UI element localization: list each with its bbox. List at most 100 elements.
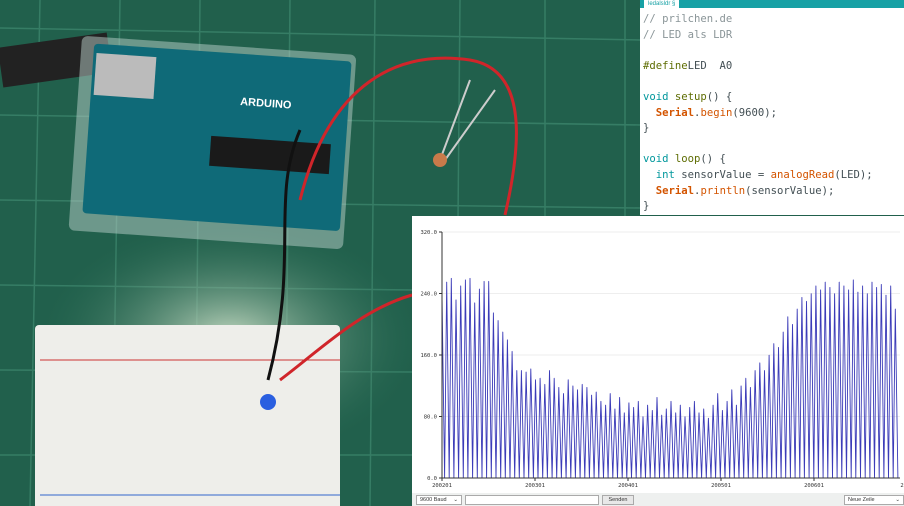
data-peak — [455, 299, 457, 300]
baud-select[interactable]: 9600 Baud⌄ — [416, 495, 462, 505]
data-peak — [549, 370, 550, 371]
data-peak — [642, 416, 644, 417]
data-peak — [801, 297, 803, 298]
data-peak — [745, 377, 747, 379]
data-peak — [465, 279, 466, 280]
svg-text:ARDUINO: ARDUINO — [240, 96, 292, 112]
data-peak — [479, 288, 480, 290]
data-peak — [736, 404, 737, 406]
code-line — [643, 43, 904, 59]
data-peak — [764, 370, 765, 371]
code-token: begin — [700, 106, 733, 119]
x-tick-label: 200301 — [525, 483, 545, 489]
data-peak — [493, 312, 494, 314]
data-peak — [675, 412, 676, 413]
data-peak — [848, 289, 849, 290]
data-peak — [731, 389, 733, 390]
data-peak — [871, 281, 873, 283]
data-peak — [623, 412, 625, 413]
data-peak — [577, 389, 578, 390]
x-tick-label: 200401 — [618, 483, 638, 489]
data-peak — [885, 294, 887, 296]
data-peak — [460, 285, 461, 287]
data-peak — [722, 410, 723, 411]
data-peak — [820, 289, 821, 290]
code-line: } — [643, 199, 904, 215]
code-token: #define — [643, 59, 688, 72]
y-tick-label: 80.0 — [424, 415, 437, 421]
data-peak — [881, 283, 882, 285]
code-token — [643, 185, 656, 197]
data-peak — [694, 400, 695, 402]
data-peak — [633, 406, 634, 408]
data-peak — [838, 281, 840, 283]
data-peak — [824, 281, 826, 283]
code-token: Serial — [655, 106, 695, 119]
data-peak — [689, 406, 690, 408]
code-token: void — [643, 153, 669, 166]
plotter-bottom-bar: 9600 Baud⌄ Senden Neue Zeile⌄ — [412, 493, 904, 506]
data-peak — [796, 308, 798, 310]
code-token: void — [643, 90, 669, 103]
data-peak — [558, 386, 560, 388]
data-peak — [544, 383, 546, 385]
data-peak — [656, 396, 658, 398]
code-lines[interactable]: // prilchen.de// LED als LDR#defineLED A… — [640, 8, 904, 215]
data-peak — [572, 385, 574, 387]
data-peak — [843, 285, 845, 287]
code-token: setup — [674, 90, 707, 103]
data-peak — [451, 277, 452, 279]
y-tick-label: 0.0 — [427, 476, 437, 482]
data-peak — [787, 316, 789, 317]
code-line — [643, 137, 904, 153]
data-peak — [773, 343, 775, 344]
send-button[interactable]: Senden — [602, 495, 634, 505]
code-token: int — [655, 168, 675, 181]
data-peak — [890, 285, 891, 287]
data-peak — [895, 308, 896, 310]
data-peak — [474, 302, 476, 304]
data-peak — [778, 347, 779, 348]
data-peak — [502, 331, 504, 333]
sensor-value-line — [441, 278, 899, 479]
data-peak — [792, 323, 793, 325]
data-peak — [754, 370, 756, 371]
data-peak — [661, 414, 662, 416]
data-peak — [726, 400, 728, 402]
code-line: int sensorValue = analogRead(LED); — [643, 168, 904, 184]
data-peak — [507, 339, 508, 340]
data-peak — [525, 371, 527, 373]
data-peak — [521, 370, 522, 371]
y-tick-label: 320.0 — [420, 230, 437, 236]
code-token: . — [694, 184, 701, 197]
data-peak — [666, 408, 667, 410]
x-tick-label: 200201 — [432, 483, 452, 489]
code-token: } — [643, 122, 650, 135]
serial-input[interactable] — [465, 495, 599, 505]
code-token: println — [700, 184, 746, 197]
data-peak — [581, 383, 583, 385]
line-ending-select[interactable]: Neue Zeile⌄ — [844, 495, 904, 505]
code-line: // LED als LDR — [643, 28, 904, 44]
data-peak — [670, 400, 672, 402]
code-editor[interactable]: ledalsldr § // prilchen.de// LED als LDR… — [640, 0, 904, 215]
data-peak — [806, 300, 807, 302]
editor-tab[interactable]: ledalsldr § — [644, 0, 680, 8]
code-line: void loop() { — [643, 152, 904, 168]
data-peak — [708, 417, 709, 419]
code-line: // prilchen.de — [643, 12, 904, 28]
code-token: loop — [674, 153, 701, 166]
data-peak — [652, 410, 653, 411]
data-peak — [876, 287, 877, 288]
data-peak — [600, 400, 602, 402]
code-line: Serial.println(sensorValue); — [643, 184, 904, 200]
data-peak — [698, 412, 700, 413]
data-peak — [834, 293, 835, 294]
code-token: sensorValue = — [674, 168, 771, 181]
data-peak — [535, 379, 536, 380]
code-token — [643, 169, 656, 181]
data-peak — [614, 408, 616, 410]
code-token: } — [643, 200, 650, 213]
